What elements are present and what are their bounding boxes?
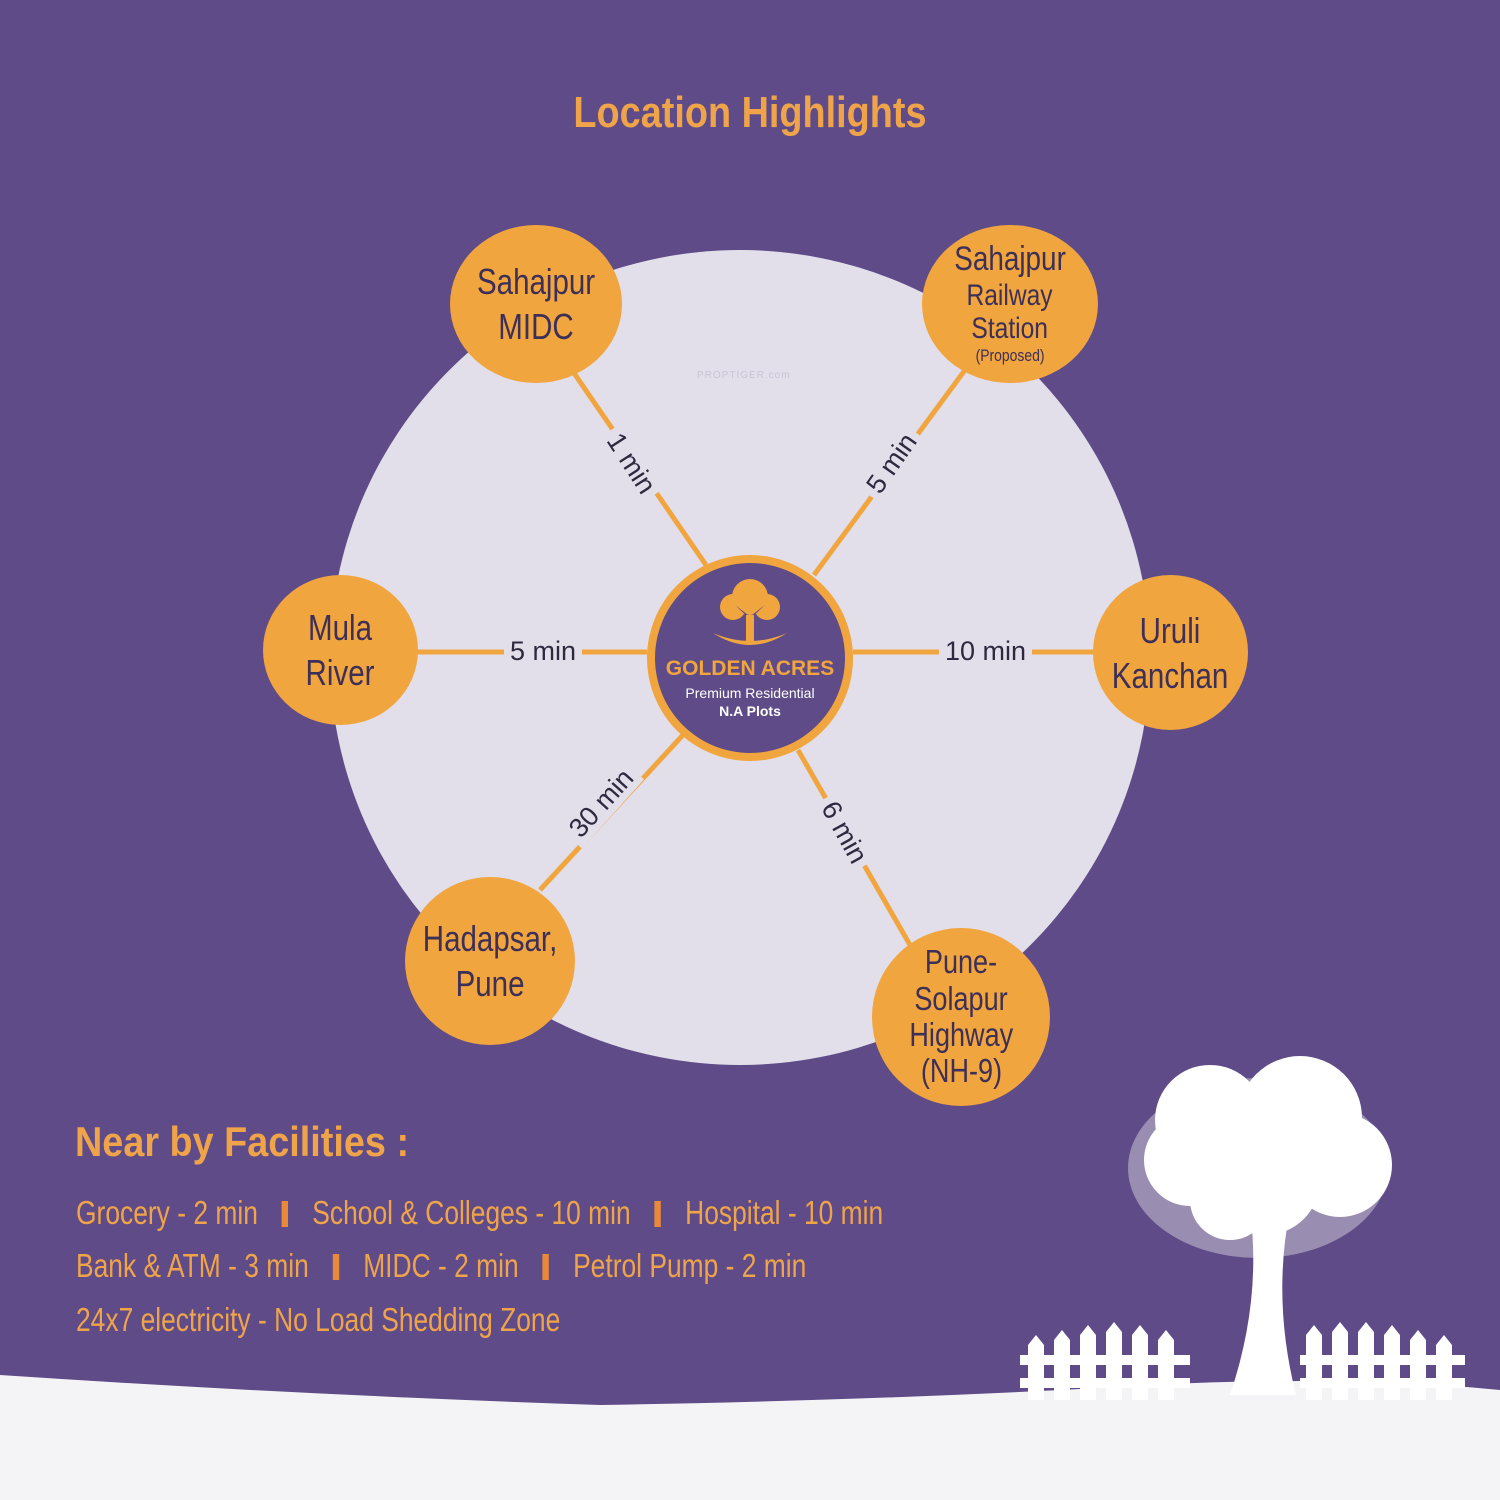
- brand-name: GOLDEN ACRES: [665, 657, 835, 680]
- facility-item: 24x7 electricity - No Load Shedding Zone: [76, 1301, 561, 1338]
- facility-item: MIDC - 2 min: [363, 1247, 519, 1284]
- node-line: (NH-9): [920, 1052, 1002, 1090]
- tree-icon: [1128, 1056, 1392, 1395]
- fence-icon: [1020, 1322, 1465, 1400]
- node-line: Mula: [308, 607, 373, 648]
- node-line: Station: [971, 311, 1049, 345]
- node-line: River: [306, 652, 375, 693]
- facility-item: Hospital - 10 min: [685, 1194, 884, 1231]
- separator: [542, 1254, 550, 1280]
- node-line: Hadapsar,: [422, 918, 558, 959]
- page-title: Location Highlights: [573, 88, 927, 137]
- time-label-uruli-kanchan: 10 min: [939, 636, 1033, 667]
- project-logo-badge: GOLDEN ACRES Premium Residential N.A Plo…: [647, 555, 853, 761]
- facilities-row: Grocery - 2 min School & Colleges - 10 mi…: [76, 1194, 883, 1232]
- node-line: Sahajpur: [954, 240, 1066, 279]
- brand-subtitle-plots: N.A Plots: [719, 703, 781, 719]
- node-line: (Proposed): [975, 345, 1045, 365]
- node-pune-solapur-highway: Pune-Solapur Highway (NH-9): [872, 928, 1050, 1106]
- brand-subtitle: Premium Residential: [685, 685, 815, 701]
- node-line: MIDC: [498, 306, 574, 347]
- node-mula-river: Mula River: [263, 575, 418, 725]
- facility-item: Bank & ATM - 3 min: [76, 1247, 309, 1284]
- node-sahajpur-midc: Sahajpur MIDC: [450, 225, 622, 383]
- watermark: PROPTIGER.com: [697, 370, 791, 381]
- node-uruli-kanchan: Uruli Kanchan: [1093, 575, 1248, 730]
- facilities-row: 24x7 electricity - No Load Shedding Zone: [76, 1301, 560, 1339]
- separator: [654, 1201, 662, 1227]
- node-line: Sahajpur: [476, 261, 596, 302]
- node-line: Highway: [909, 1016, 1013, 1053]
- separator: [332, 1254, 340, 1280]
- node-line: Kanchan: [1112, 654, 1229, 696]
- tree-bird-logo-icon: [713, 579, 787, 645]
- separator: [281, 1201, 289, 1227]
- node-line: Pune-Solapur: [914, 943, 1008, 1017]
- node-line: Pune: [455, 963, 525, 1004]
- node-hadapsar-pune: Hadapsar, Pune: [405, 877, 575, 1045]
- node-line: Uruli: [1140, 609, 1201, 651]
- facilities-title: Near by Facilities :: [75, 1118, 410, 1165]
- node-line: Railway: [966, 278, 1054, 312]
- facility-item: Petrol Pump - 2 min: [573, 1247, 807, 1284]
- facility-item: Grocery - 2 min: [76, 1194, 258, 1231]
- node-sahajpur-railway-station: Sahajpur Railway Station (Proposed): [922, 225, 1098, 383]
- time-label-mula-river: 5 min: [504, 636, 583, 667]
- facility-item: School & Colleges - 10 min: [312, 1194, 631, 1231]
- facilities-row: Bank & ATM - 3 min MIDC - 2 min Petrol Pum…: [76, 1247, 806, 1285]
